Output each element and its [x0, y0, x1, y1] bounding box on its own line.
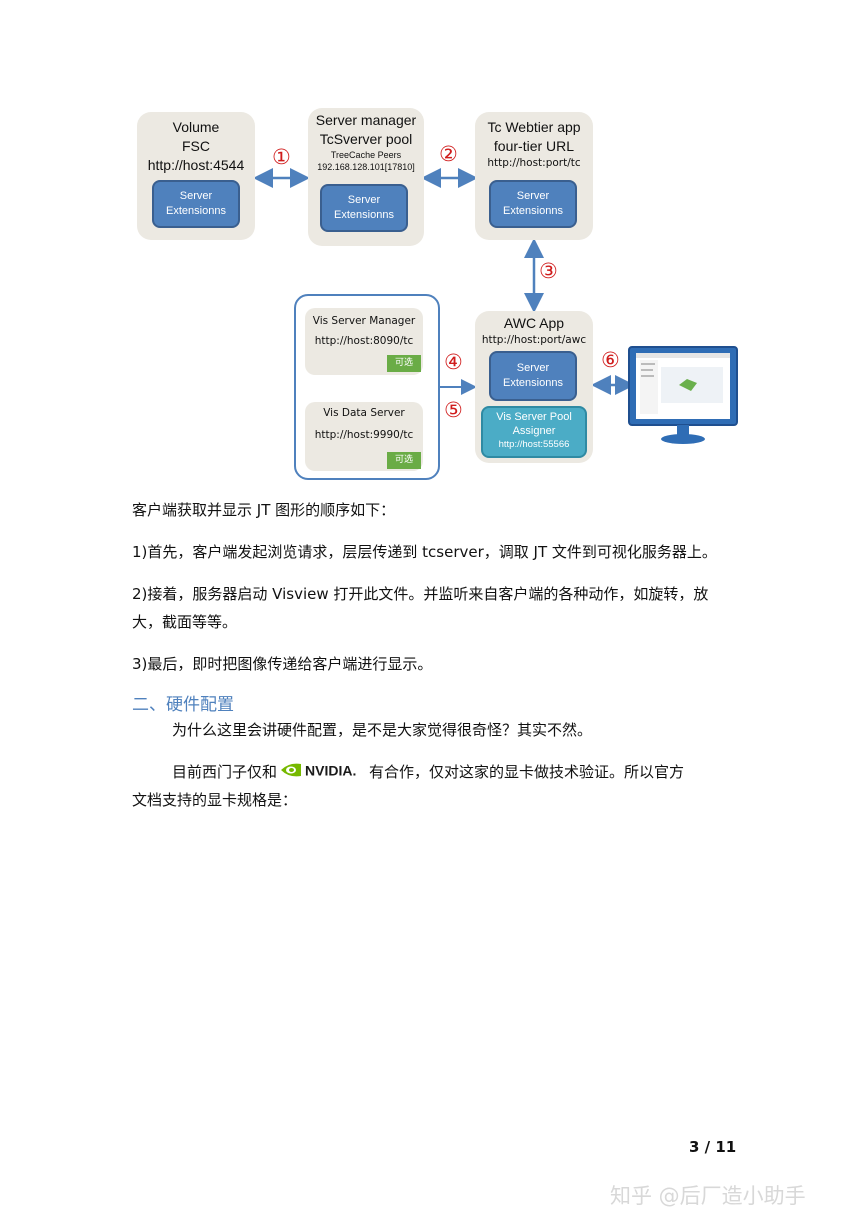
- assigner-subtitle: Assigner: [512, 425, 556, 437]
- paragraph-hardware-intro: 为什么这里会讲硬件配置，是不是大家觉得很奇怪？其实不然。: [172, 721, 593, 739]
- vis-manager-title: Vis Server Manager: [312, 315, 416, 327]
- vis-data-optional-badge: 可选: [387, 452, 421, 469]
- volume-title: Volume: [172, 119, 220, 135]
- page-number: 3 / 11: [689, 1138, 737, 1156]
- zhihu-watermark: 知乎 @后厂造小助手: [610, 1184, 806, 1208]
- webtier-url: http://host:port/tc: [487, 157, 581, 169]
- paragraph-step-1: 1)首先，客户端发起浏览请求，层层传递到 tcserver，调取 JT 文件到可…: [132, 543, 717, 561]
- webtier-node: Tc Webtier app four-tier URL http://host…: [475, 112, 593, 240]
- server-manager-peers: TreeCache Peers: [330, 150, 402, 160]
- vis-server-manager-node: Vis Server Manager http://host:8090/tc 可…: [305, 308, 423, 375]
- paragraph-step-2-line-1: 2)接着，服务器启动 Visview 打开此文件。并监听来自客户端的各种动作，如…: [132, 585, 709, 603]
- paragraph-step-2-line-2: 大，截面等等。: [132, 613, 238, 631]
- awc-extensions: Server Extensionns: [489, 351, 577, 401]
- vis-data-server-node: Vis Data Server http://host:9990/tc 可选: [305, 402, 423, 471]
- nvidia-text-after: 有合作，仅对这家的显卡做技术验证。所以官方: [369, 763, 685, 781]
- paragraph-gpu-spec: 文档支持的显卡规格是：: [132, 791, 298, 809]
- marker-5: ⑤: [444, 398, 463, 422]
- volume-server-extensions: Server Extensionns: [152, 180, 240, 228]
- server-manager-title: Server manager: [315, 112, 417, 128]
- volume-url: http://host:4544: [147, 157, 245, 173]
- server-manager-node: Server manager TcSverver pool TreeCache …: [308, 108, 424, 246]
- marker-3: ③: [539, 259, 558, 283]
- paragraph-nvidia: 目前西门子仅和 NVIDIA. 有合作，仅对这家的显卡做技术验证。所以官方: [172, 761, 762, 783]
- marker-1: ①: [272, 145, 291, 169]
- webtier-extensions: Server Extensionns: [489, 180, 577, 228]
- webtier-title: Tc Webtier app: [487, 119, 581, 135]
- nvidia-text-before: 目前西门子仅和: [172, 763, 278, 781]
- optional-vis-group: Vis Server Manager http://host:8090/tc 可…: [294, 294, 440, 480]
- section-heading: 二、硬件配置: [132, 695, 234, 715]
- server-manager-extensions: Server Extensionns: [320, 184, 408, 232]
- marker-4: ④: [444, 350, 463, 374]
- paragraph-intro: 客户端获取并显示 JT 图形的顺序如下：: [132, 501, 396, 519]
- volume-extensions-label: Server Extensionns: [166, 190, 226, 217]
- volume-subtitle: FSC: [182, 138, 210, 154]
- marker-6: ⑥: [601, 348, 620, 372]
- vis-data-title: Vis Data Server: [323, 407, 405, 419]
- client-monitor-icon: [628, 346, 738, 444]
- awc-title: AWC App: [503, 315, 565, 331]
- volume-fsc-node: Volume FSC http://host:4544 Server Exten…: [137, 112, 255, 240]
- nvidia-logo: NVIDIA.: [281, 762, 356, 778]
- awc-app-node: AWC App http://host:port/awc Server Exte…: [475, 311, 593, 463]
- vis-manager-optional-badge: 可选: [387, 355, 421, 372]
- server-manager-address: 192.168.128.101[17810]: [317, 162, 415, 172]
- vis-manager-url: http://host:8090/tc: [314, 335, 414, 347]
- webtier-subtitle: four-tier URL: [493, 138, 575, 154]
- vis-data-url: http://host:9990/tc: [314, 429, 414, 441]
- server-manager-pool: TcSverver pool: [319, 131, 413, 147]
- awc-url: http://host:port/awc: [481, 334, 587, 346]
- vis-pool-assigner: Vis Server Pool Assigner http://host:555…: [481, 406, 587, 458]
- webtier-extensions-label: Server Extensionns: [503, 190, 563, 217]
- server-manager-extensions-label: Server Extensionns: [334, 194, 394, 221]
- architecture-diagram: Volume FSC http://host:4544 Server Exten…: [130, 100, 750, 490]
- awc-extensions-label: Server Extensionns: [503, 362, 563, 389]
- marker-2: ②: [439, 142, 458, 166]
- nvidia-logo-text: NVIDIA.: [305, 762, 356, 778]
- assigner-title: Vis Server Pool: [496, 411, 572, 423]
- assigner-url: http://host:55566: [498, 439, 570, 450]
- paragraph-step-3: 3)最后，即时把图像传递给客户端进行显示。: [132, 655, 433, 673]
